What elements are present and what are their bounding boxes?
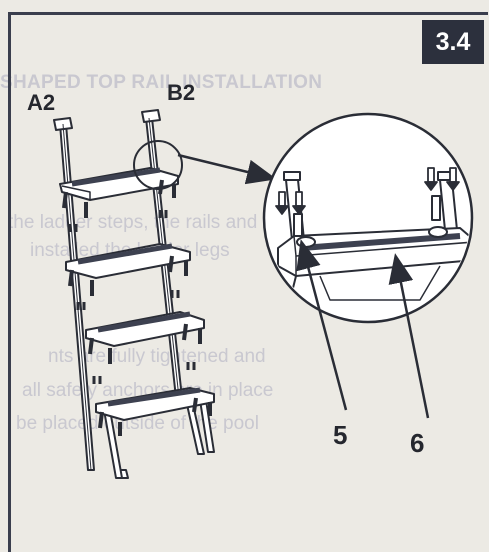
step-number-badge: 3.4 bbox=[422, 20, 484, 64]
part-label-b2: B2 bbox=[167, 80, 196, 105]
instruction-page: SHAPED TOP RAIL INSTALLATION the ladder … bbox=[0, 12, 488, 552]
bleed-title: SHAPED TOP RAIL INSTALLATION bbox=[0, 72, 323, 93]
step-frame bbox=[8, 12, 488, 552]
ladder-step-4 bbox=[95, 387, 215, 436]
ladder-illustration bbox=[53, 109, 474, 479]
ladder bbox=[53, 109, 215, 479]
magnified-detail bbox=[262, 112, 474, 419]
bleed-line: nts are fully tightened and bbox=[48, 346, 266, 367]
part-label-a2: A2 bbox=[27, 90, 56, 115]
ladder-step-2 bbox=[65, 243, 191, 296]
ladder-step-1 bbox=[59, 167, 179, 218]
callout-6-leader bbox=[388, 253, 430, 419]
callout-5-leader bbox=[296, 239, 348, 411]
detail-highlight-circle bbox=[133, 140, 183, 190]
left-rail bbox=[53, 117, 129, 479]
ladder-step-3 bbox=[85, 311, 205, 364]
callout-label-6: 6 bbox=[410, 428, 425, 458]
detail-arrow bbox=[177, 153, 277, 185]
callout-label-5: 5 bbox=[333, 420, 348, 450]
